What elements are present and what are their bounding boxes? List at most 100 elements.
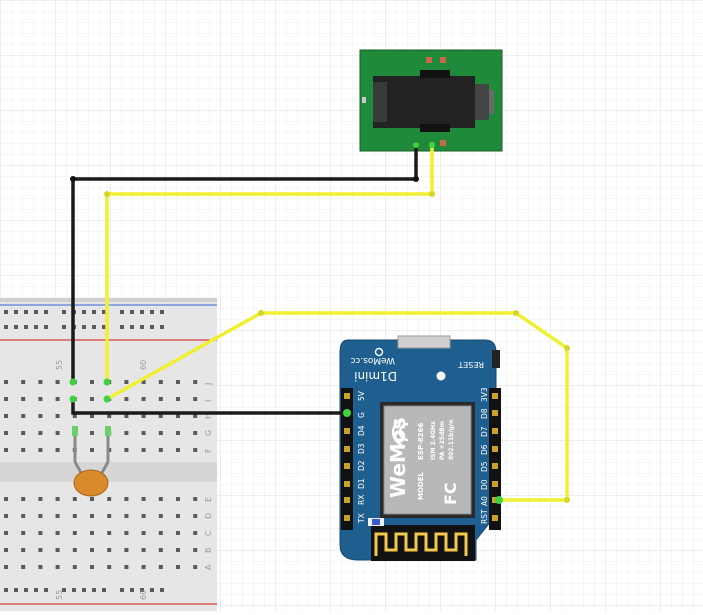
header-pin[interactable] bbox=[492, 410, 498, 416]
breadboard-hole bbox=[107, 414, 112, 418]
breadboard-hole bbox=[4, 397, 8, 401]
breadboard-hole bbox=[38, 380, 43, 384]
breadboard-hole bbox=[176, 414, 180, 418]
left-pin-label: 5V bbox=[357, 390, 366, 401]
column-number-bottom: 55 bbox=[55, 590, 64, 600]
right-pin-label: A0 bbox=[480, 496, 489, 506]
breadboard-hole bbox=[107, 565, 112, 569]
usb-connector bbox=[397, 335, 451, 349]
header-pin[interactable] bbox=[492, 428, 498, 434]
wemos-d1-mini-board[interactable]: WeMos.cc D1mini RESET WeMos MODEL FC ESP… bbox=[339, 335, 501, 561]
breadboard-hole bbox=[176, 397, 180, 401]
breadboard-hole bbox=[141, 565, 146, 569]
header-pin[interactable] bbox=[492, 463, 498, 469]
breadboard-hole bbox=[4, 531, 8, 535]
breadboard-hole bbox=[120, 310, 124, 314]
row-letter-bottom: B bbox=[204, 548, 213, 554]
column-number-top: 60 bbox=[139, 360, 148, 370]
breadboard-hole bbox=[150, 310, 154, 314]
header-pin[interactable] bbox=[344, 497, 350, 503]
breadboard-hole bbox=[141, 414, 146, 418]
module-line3: PA +25dBm bbox=[439, 421, 446, 460]
breadboard-hole bbox=[62, 310, 66, 314]
header-pin[interactable] bbox=[344, 446, 350, 452]
wire-yellow-jack-to-breadboard[interactable] bbox=[105, 142, 434, 382]
breadboard-hole bbox=[124, 531, 129, 535]
breadboard-hole bbox=[124, 448, 129, 452]
breadboard-hole bbox=[55, 431, 60, 435]
breadboard-hole bbox=[158, 514, 163, 518]
breadboard-hole bbox=[55, 397, 60, 401]
audio-jack-module[interactable] bbox=[359, 49, 503, 152]
breadboard-hole bbox=[4, 380, 8, 384]
header-pin[interactable] bbox=[344, 393, 350, 399]
breadboard-hole bbox=[38, 431, 43, 435]
left-pin-label: D1 bbox=[357, 478, 366, 489]
breadboard-hole bbox=[124, 514, 129, 518]
breadboard-hole bbox=[193, 531, 198, 535]
left-pin-label: TX bbox=[357, 513, 366, 524]
breadboard-hole bbox=[4, 548, 8, 552]
breadboard-hole bbox=[72, 588, 76, 592]
header-pin[interactable] bbox=[492, 481, 498, 487]
breadboard-hole bbox=[130, 325, 134, 329]
reset-label: RESET bbox=[458, 360, 484, 369]
breadboard-hole bbox=[21, 397, 26, 401]
breadboard-hole bbox=[158, 531, 163, 535]
ceramic-capacitor[interactable] bbox=[72, 426, 111, 497]
header-pin[interactable] bbox=[344, 515, 350, 521]
module-chip: ESP-8266 bbox=[417, 423, 425, 460]
breadboard-hole bbox=[90, 431, 94, 435]
breadboard-hole bbox=[141, 397, 146, 401]
breadboard-hole bbox=[140, 588, 144, 592]
right-pin-label: 3V3 bbox=[480, 387, 489, 402]
breadboard-hole bbox=[44, 325, 48, 329]
breadboard-hole bbox=[141, 431, 146, 435]
breadboard-hole bbox=[193, 497, 198, 501]
breadboard-hole bbox=[38, 397, 43, 401]
breadboard-hole bbox=[55, 414, 60, 418]
breadboard-hole bbox=[24, 588, 28, 592]
breadboard-holes bbox=[4, 310, 198, 592]
reset-button[interactable] bbox=[492, 350, 500, 368]
wire-black-breadboard-to-5v[interactable] bbox=[71, 399, 347, 415]
breadboard-hole bbox=[24, 310, 28, 314]
breadboard-hole bbox=[120, 588, 124, 592]
breadboard-hole bbox=[160, 325, 164, 329]
left-pin-header bbox=[341, 388, 353, 530]
breadboard-hole bbox=[158, 548, 163, 552]
header-pin[interactable] bbox=[492, 393, 498, 399]
breadboard-hole bbox=[72, 414, 77, 418]
breadboard-hole bbox=[4, 514, 8, 518]
breadboard-hole bbox=[176, 565, 180, 569]
breadboard-hole bbox=[140, 310, 144, 314]
breadboard-hole bbox=[176, 431, 180, 435]
breadboard-hole bbox=[14, 325, 18, 329]
breadboard-hole bbox=[82, 325, 86, 329]
breadboard-hole bbox=[102, 310, 106, 314]
wire-yellow-breadboard-to-a0[interactable] bbox=[106, 311, 569, 502]
header-pin[interactable] bbox=[492, 515, 498, 521]
wires[interactable] bbox=[69, 142, 571, 504]
breadboard-hole bbox=[90, 531, 94, 535]
breadboard-hole bbox=[193, 448, 198, 452]
breadboard-hole bbox=[4, 448, 8, 452]
breadboard-hole bbox=[193, 414, 198, 418]
breadboard-hole bbox=[38, 497, 43, 501]
breadboard-hole bbox=[130, 310, 134, 314]
breadboard-hole bbox=[92, 325, 96, 329]
right-pin-label: D6 bbox=[480, 444, 489, 455]
breadboard-hole bbox=[55, 548, 60, 552]
breadboard-hole bbox=[158, 414, 163, 418]
breadboard-hole bbox=[62, 588, 66, 592]
header-pin[interactable] bbox=[492, 446, 498, 452]
header-pin[interactable] bbox=[344, 428, 350, 434]
header-pin[interactable] bbox=[344, 463, 350, 469]
module-logo: WeMos bbox=[386, 418, 410, 498]
wire-black-jack-to-breadboard[interactable] bbox=[71, 142, 418, 382]
header-pin[interactable] bbox=[344, 481, 350, 487]
breadboard-hole bbox=[14, 310, 18, 314]
breadboard-hole bbox=[141, 380, 146, 384]
row-letter-top: J bbox=[204, 383, 213, 386]
